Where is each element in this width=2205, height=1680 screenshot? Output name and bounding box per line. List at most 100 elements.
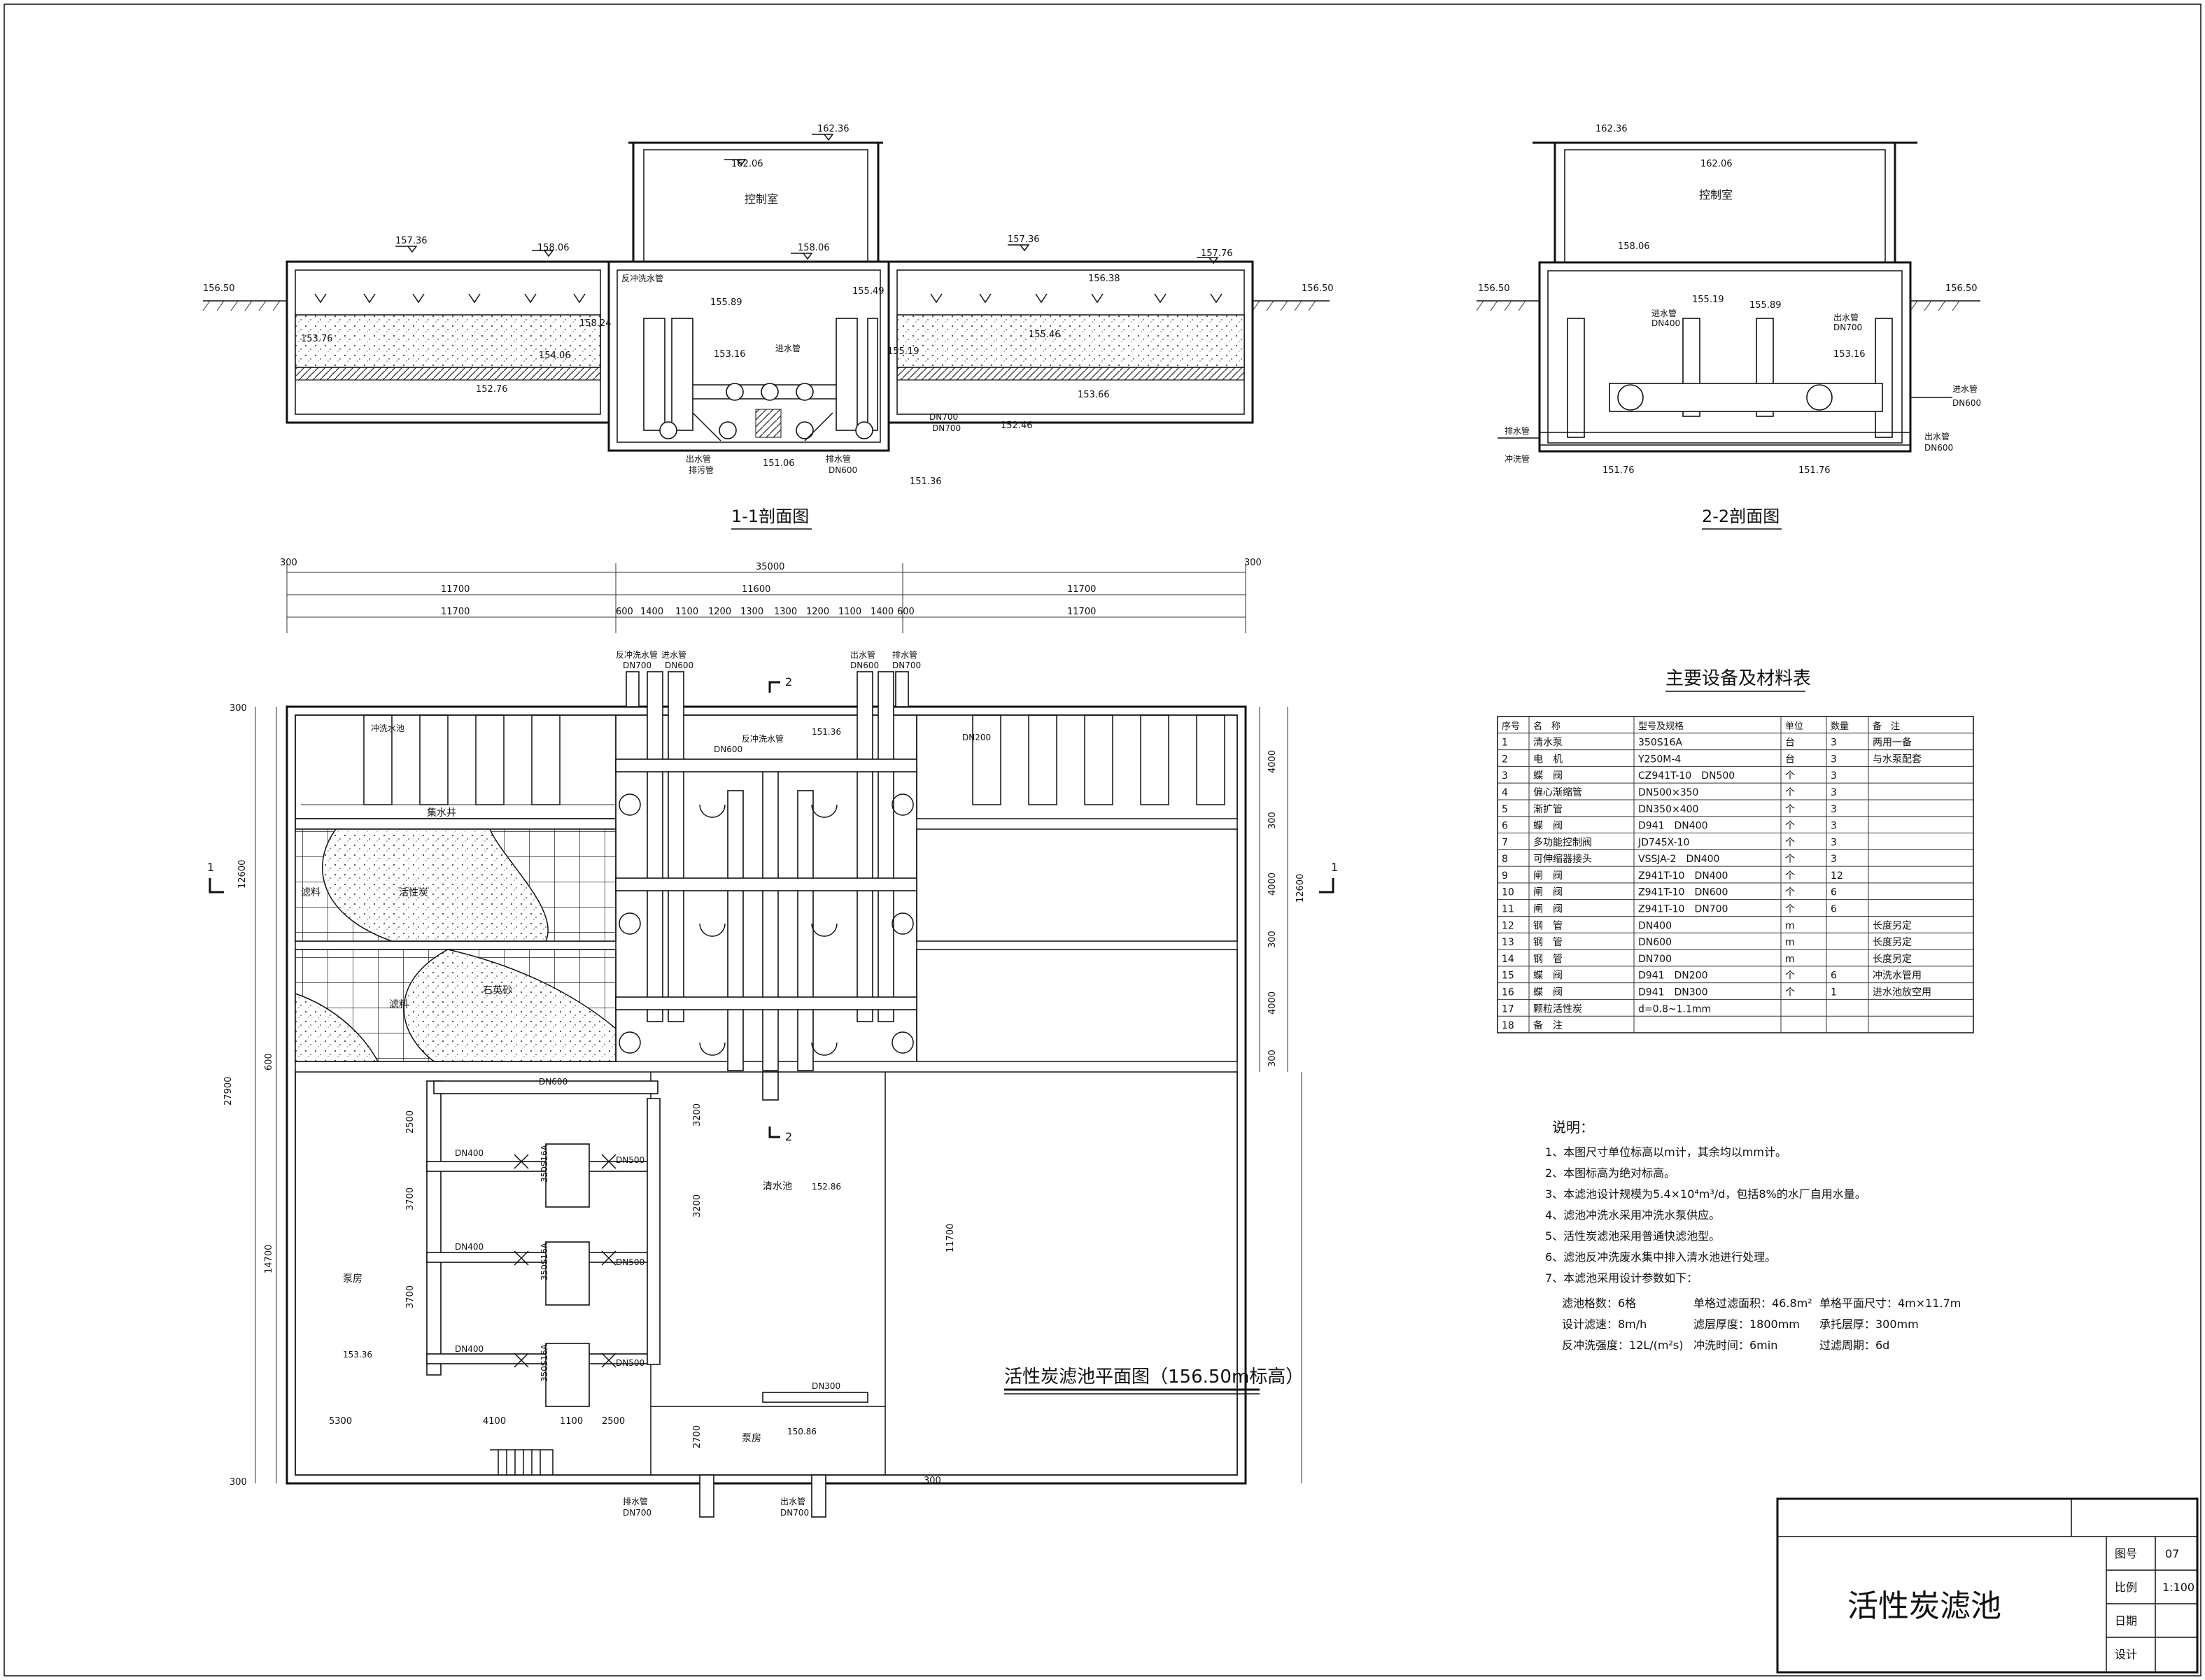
table-cell: DN500×350 bbox=[1638, 787, 1698, 798]
table-cell: 闸 阀 bbox=[1533, 904, 1563, 915]
table-cell: 3 bbox=[1831, 854, 1837, 865]
dimension-label: 5300 bbox=[329, 1416, 352, 1427]
note-item: 7、本滤池采用设计参数如下： bbox=[1545, 1271, 1698, 1285]
table-cell: 个 bbox=[1785, 854, 1795, 865]
pipe-label: DN700 bbox=[780, 1508, 809, 1518]
notes-title: 说明： bbox=[1552, 1119, 1594, 1136]
pipe-label: DN700 bbox=[623, 661, 651, 670]
table-cell: 16 bbox=[1502, 987, 1514, 998]
room-label: 活性炭 bbox=[399, 887, 428, 898]
dimension-label: 1300 bbox=[740, 607, 763, 617]
table-cell: 个 bbox=[1785, 837, 1795, 848]
note-item: 1、本图尺寸单位标高以m计，其余均以mm计。 bbox=[1545, 1145, 1787, 1159]
table-cell: 2 bbox=[1502, 754, 1508, 765]
dimension-label: 3200 bbox=[692, 1103, 703, 1127]
pipe-label: DN500 bbox=[616, 1257, 644, 1267]
level-mark: 162.36 bbox=[1595, 124, 1628, 134]
table-cell: m bbox=[1785, 937, 1795, 948]
title-field-value: 1:100 bbox=[2162, 1581, 2195, 1594]
table-cell: 3 bbox=[1831, 787, 1837, 798]
pipe-label: DN500 bbox=[616, 1155, 644, 1165]
table-cell: CZ941T-10 DN500 bbox=[1638, 770, 1735, 782]
table-cell: 台 bbox=[1785, 754, 1795, 765]
dimension-label: 11700 bbox=[1067, 607, 1096, 617]
dimension-label: 4000 bbox=[1267, 991, 1278, 1015]
pipe-label: DN400 bbox=[455, 1148, 484, 1158]
table-cell: 渐扩管 bbox=[1533, 804, 1563, 815]
level-mark: 155.19 bbox=[887, 346, 920, 357]
dimension-label: 12600 bbox=[237, 860, 248, 889]
table-header-cell: 序号 bbox=[1502, 721, 1520, 732]
dimension-label: 600 bbox=[264, 1053, 274, 1071]
pipe-label: DN500 bbox=[616, 1358, 644, 1368]
level-mark: 155.49 bbox=[852, 286, 885, 297]
table-cell: Z941T-10 DN700 bbox=[1638, 904, 1728, 915]
level-mark: 162.06 bbox=[1700, 159, 1733, 169]
pipe-label: 排水管 bbox=[826, 453, 851, 464]
drawing-title: 活性炭滤池 bbox=[1847, 1588, 2001, 1624]
table-cell: DN700 bbox=[1638, 954, 1672, 965]
room-label: 控制室 bbox=[745, 192, 778, 206]
level-mark: 153.76 bbox=[301, 334, 333, 344]
table-cell: 钢 管 bbox=[1533, 937, 1563, 948]
pipe-label: 进水管 bbox=[775, 343, 801, 353]
table-cell: 6 bbox=[1502, 821, 1508, 832]
table-cell: 1 bbox=[1831, 987, 1837, 998]
dimension-label: 300 bbox=[280, 558, 297, 568]
table-cell: DN350×400 bbox=[1638, 804, 1698, 815]
table-cell: 长度另定 bbox=[1873, 937, 1912, 948]
dimension-label: 1100 bbox=[560, 1416, 583, 1427]
table-cell: 3 bbox=[1831, 737, 1837, 749]
section-mark: 1 bbox=[207, 861, 214, 874]
dimension-label: 3700 bbox=[405, 1187, 416, 1210]
table-cell: 3 bbox=[1831, 821, 1837, 832]
pipe-label: DN600 bbox=[1952, 398, 1981, 408]
pipe-label: DN700 bbox=[932, 423, 961, 433]
dimension-label: 1200 bbox=[806, 607, 829, 617]
title-field-label: 图号 bbox=[2115, 1547, 2137, 1560]
plan-view: 300 35000 300 11700 11600 11700 11700 60… bbox=[207, 558, 1338, 1518]
table-cell: 蝶 阀 bbox=[1533, 770, 1563, 782]
note-item: 4、滤池冲洗水采用冲洗水泵供应。 bbox=[1545, 1208, 1720, 1222]
table-cell: 17 bbox=[1502, 1003, 1514, 1015]
table-cell: Y250M-4 bbox=[1637, 754, 1681, 765]
dimension-label: 11700 bbox=[945, 1224, 956, 1252]
room-label: 控制室 bbox=[1699, 188, 1733, 202]
note-param: 单格过滤面积：46.8m² bbox=[1693, 1297, 1812, 1310]
dimension-label: 300 bbox=[1267, 812, 1278, 829]
pipe-label: DN600 bbox=[1924, 443, 1953, 453]
note-item: 2、本图标高为绝对标高。 bbox=[1545, 1166, 1675, 1180]
level-mark: 156.50 bbox=[203, 283, 235, 294]
table-cell: 长度另定 bbox=[1873, 920, 1912, 931]
pipe-label: 出水管 bbox=[1924, 431, 1950, 442]
pipe-label: 进水管 bbox=[1952, 383, 1978, 394]
elevation-label: 151.36 bbox=[812, 727, 841, 737]
title-block: 活性炭滤池 图号 07 比例 1:100 日期 设计 bbox=[1776, 1497, 2199, 1674]
note-param: 滤池格数：6格 bbox=[1562, 1297, 1636, 1310]
table-cell: 12 bbox=[1831, 870, 1843, 882]
table-cell: 个 bbox=[1785, 870, 1795, 882]
pipe-label: DN600 bbox=[665, 661, 693, 670]
level-mark: 158.24 bbox=[579, 318, 612, 329]
table-cell: DN600 bbox=[1638, 937, 1672, 948]
table-cell: 4 bbox=[1502, 787, 1508, 798]
note-item: 6、滤池反冲洗废水集中排入清水池进行处理。 bbox=[1545, 1250, 1776, 1264]
note-param: 反冲洗强度：12L/(m²s) bbox=[1562, 1339, 1684, 1352]
level-mark: 156.38 bbox=[1088, 274, 1120, 284]
table-cell: 蝶 阀 bbox=[1533, 987, 1563, 998]
table-cell: 进水池放空用 bbox=[1873, 987, 1931, 998]
level-mark: 156.50 bbox=[1945, 283, 1978, 294]
table-cell: D941 DN200 bbox=[1638, 970, 1707, 982]
dimension-label: 1400 bbox=[871, 607, 894, 617]
table-header-cell: 型号及规格 bbox=[1638, 721, 1684, 732]
level-mark: 162.06 bbox=[731, 159, 763, 169]
table-cell: 13 bbox=[1502, 937, 1514, 948]
dimension-label: 300 bbox=[230, 1477, 247, 1488]
table-cell: 3 bbox=[1831, 770, 1837, 782]
table-cell: 偏心渐缩管 bbox=[1533, 787, 1582, 798]
note-param: 设计滤速：8m/h bbox=[1562, 1318, 1647, 1331]
title-field-label: 日期 bbox=[2115, 1614, 2137, 1628]
table-cell: 10 bbox=[1502, 887, 1514, 898]
table-cell: 3 bbox=[1831, 837, 1837, 848]
